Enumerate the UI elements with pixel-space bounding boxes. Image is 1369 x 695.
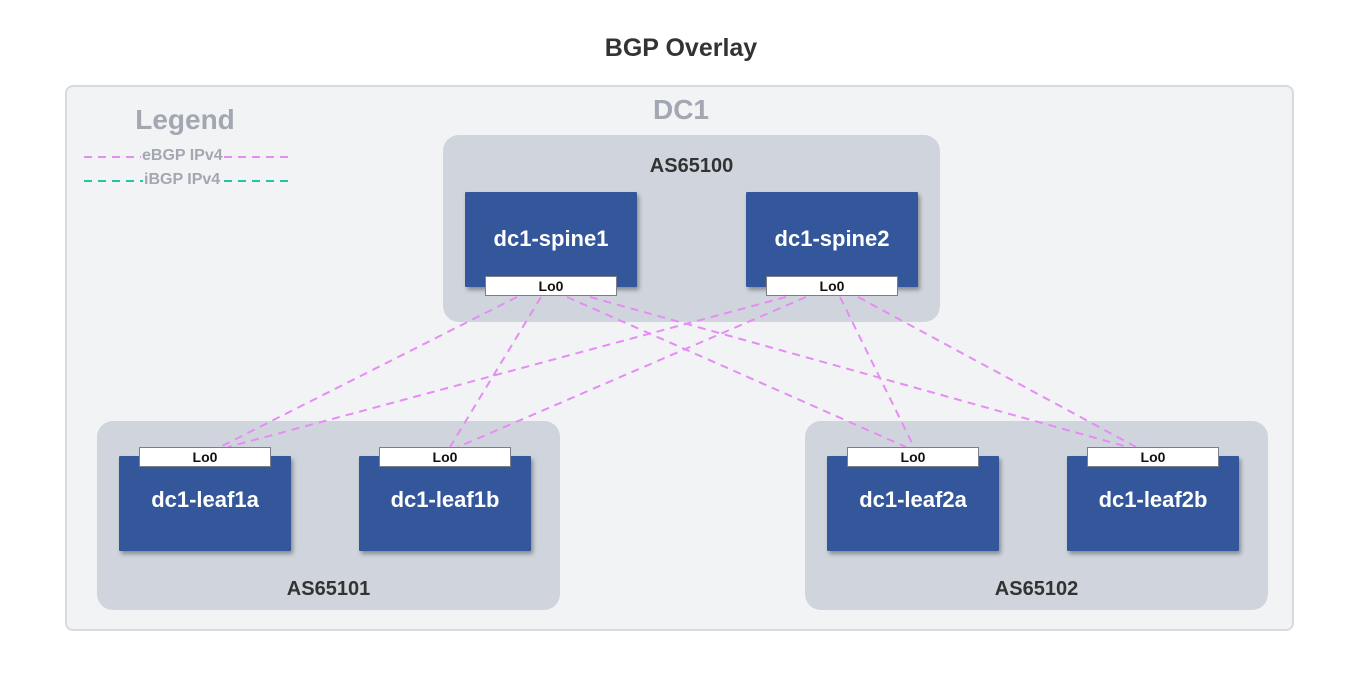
- bgp-link-spine2-leaf2a: [839, 296, 915, 448]
- bgp-link-spine2-leaf1a: [227, 296, 787, 448]
- bgp-link-spine2-leaf2b: [857, 296, 1137, 448]
- as65100-label: AS65100: [649, 155, 734, 177]
- lo0-interface-dc1-spine2[interactable]: Lo0: [766, 276, 898, 296]
- bgp-link-spine1-leaf1b: [449, 296, 542, 448]
- as65101-label: AS65101: [286, 578, 371, 600]
- lo0-interface-dc1-spine1[interactable]: Lo0: [485, 276, 617, 296]
- device-dc1-spine2[interactable]: [746, 192, 918, 287]
- device-dc1-leaf1b[interactable]: [359, 456, 531, 551]
- lo0-interface-dc1-leaf1b[interactable]: Lo0: [379, 447, 511, 467]
- device-label-dc1-leaf1a: dc1-leaf1a: [151, 487, 259, 512]
- bgp-link-spine1-leaf2b: [589, 296, 1129, 448]
- lo0-interface-dc1-leaf2b[interactable]: Lo0: [1087, 447, 1219, 467]
- device-dc1-leaf2b[interactable]: [1067, 456, 1239, 551]
- legend-ebgp-label: eBGP IPv4: [141, 147, 224, 165]
- lo0-interface-dc1-leaf1a[interactable]: Lo0: [139, 447, 271, 467]
- legend-ibgp-label: iBGP IPv4: [143, 171, 222, 189]
- device-dc1-spine1[interactable]: [465, 192, 637, 287]
- lo0-interface-dc1-leaf2a[interactable]: Lo0: [847, 447, 979, 467]
- device-dc1-leaf2a[interactable]: [827, 456, 999, 551]
- device-label-dc1-leaf1b: dc1-leaf1b: [390, 487, 500, 512]
- bgp-link-spine1-leaf2a: [566, 296, 907, 448]
- dc1-label: DC1: [652, 94, 709, 125]
- diagram-title: BGP Overlay: [604, 34, 758, 62]
- legend-title: Legend: [135, 104, 235, 135]
- bgp-link-spine1-leaf1a: [219, 296, 518, 448]
- as65102-label: AS65102: [994, 578, 1079, 600]
- device-label-dc1-spine2: dc1-spine2: [774, 226, 890, 251]
- device-label-dc1-leaf2b: dc1-leaf2b: [1098, 487, 1208, 512]
- device-label-dc1-leaf2a: dc1-leaf2a: [859, 487, 967, 512]
- bgp-link-spine2-leaf1b: [457, 296, 807, 448]
- device-label-dc1-spine1: dc1-spine1: [493, 226, 609, 251]
- device-dc1-leaf1a[interactable]: [119, 456, 291, 551]
